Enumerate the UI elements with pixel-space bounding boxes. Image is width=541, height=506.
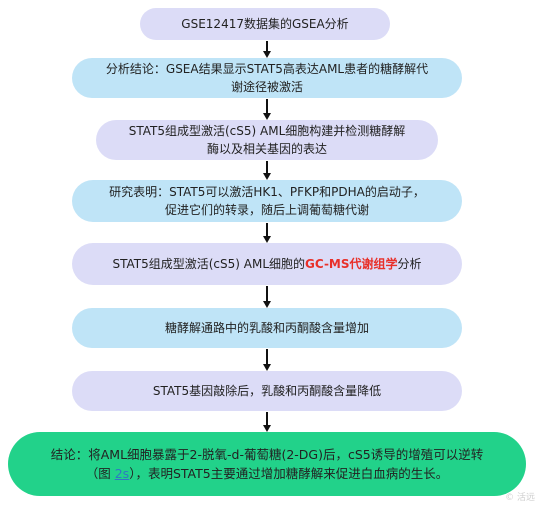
- conclusion-line-2: （图 2s），表明STAT5主要通过增加糖酵解来促进白血病的生长。: [51, 464, 484, 483]
- step-7-text: STAT5基因敲除后，乳酸和丙酮酸含量降低: [152, 384, 382, 398]
- gc-ms-highlight: GC-MS代谢组学: [305, 257, 398, 271]
- arrow-4-icon: [263, 223, 271, 243]
- step-4-box: 研究表明：STAT5可以激活HK1、PFKP和PDHA的启动子， 促进它们的转录…: [72, 180, 462, 222]
- arrow-7-icon: [263, 412, 271, 432]
- step-4-line-2: 促进它们的转录，随后上调葡萄糖代谢: [164, 203, 369, 217]
- conclusion-box: 结论：将AML细胞暴露于2-脱氧-d-葡萄糖(2-DG)后，cS5诱导的增殖可以…: [8, 432, 526, 496]
- step-6-text: 糖酵解通路中的乳酸和丙酮酸含量增加: [164, 321, 369, 335]
- step-2-box: 分析结论：GSEA结果显示STAT5高表达AML患者的糖酵解代 谢途径被激活: [72, 58, 462, 98]
- step-4-line-1: 研究表明：STAT5可以激活HK1、PFKP和PDHA的启动子，: [109, 185, 425, 199]
- conclusion-line-1: 结论：将AML细胞暴露于2-脱氧-d-葡萄糖(2-DG)后，cS5诱导的增殖可以…: [50, 447, 484, 462]
- conclusion-line-2-prefix: （图: [85, 466, 115, 481]
- arrow-6-icon: [263, 349, 271, 371]
- step-5-text: STAT5组成型激活(cS5) AML细胞的GC-MS代谢组学分析: [112, 255, 421, 273]
- step-6-box: 糖酵解通路中的乳酸和丙酮酸含量增加: [72, 308, 462, 348]
- conclusion-line-2-suffix: ），表明STAT5主要通过增加糖酵解来促进白血病的生长。: [129, 466, 449, 481]
- step-1-text: GSE12417数据集的GSEA分析: [181, 17, 349, 31]
- step-3-line-1: STAT5组成型激活(cS5) AML细胞构建并检测糖酵解: [128, 124, 406, 138]
- arrow-5-icon: [263, 286, 271, 308]
- arrow-3-icon: [263, 161, 271, 180]
- step-7-box: STAT5基因敲除后，乳酸和丙酮酸含量降低: [72, 371, 462, 411]
- arrow-2-icon: [263, 99, 271, 120]
- step-5-prefix: STAT5组成型激活(cS5) AML细胞的: [112, 257, 306, 271]
- step-2-line-1: 分析结论：GSEA结果显示STAT5高表达AML患者的糖酵解代: [105, 62, 429, 76]
- step-2-line-2: 谢途径被激活: [230, 80, 303, 94]
- watermark: © 活远: [505, 493, 535, 503]
- arrow-1-icon: [263, 41, 271, 58]
- step-3-box: STAT5组成型激活(cS5) AML细胞构建并检测糖酵解 酶以及相关基因的表达: [96, 120, 438, 160]
- step-1-box: GSE12417数据集的GSEA分析: [140, 8, 390, 40]
- step-3-line-2: 酶以及相关基因的表达: [206, 142, 327, 156]
- step-5-suffix: 分析: [397, 257, 422, 271]
- step-5-box: STAT5组成型激活(cS5) AML细胞的GC-MS代谢组学分析: [72, 243, 462, 285]
- figure-2s-link[interactable]: 2s: [114, 466, 130, 481]
